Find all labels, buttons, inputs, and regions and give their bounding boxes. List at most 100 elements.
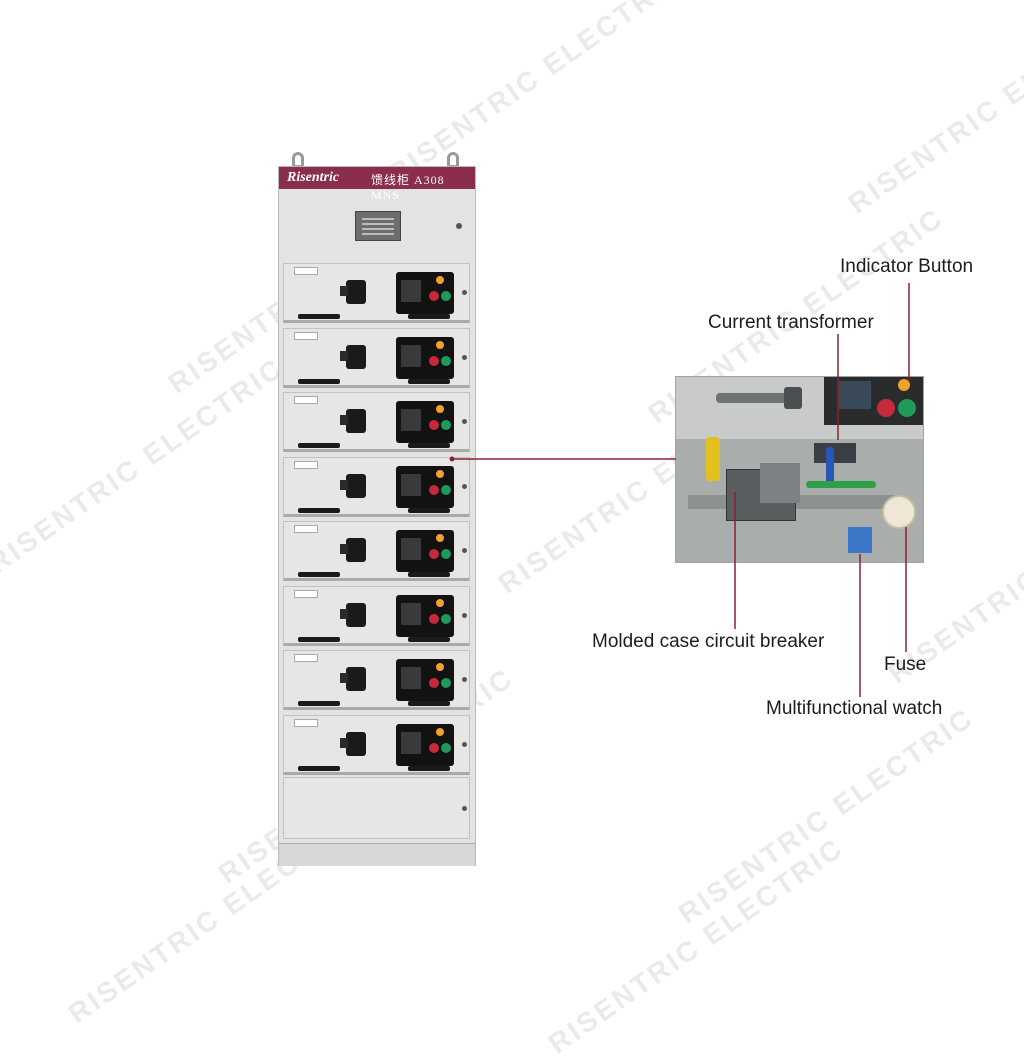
indicator-button-red [429, 613, 439, 624]
indicator-button-green [441, 355, 451, 366]
indicator-button-green [441, 678, 451, 688]
label-current-transformer: Current transformer [708, 312, 874, 333]
indicator-button-green [441, 613, 451, 624]
drawer-unit [283, 456, 470, 517]
drawer-pull-bar [298, 314, 340, 319]
indicator-button-yellow [898, 379, 910, 391]
drawer-pull-bar [298, 443, 340, 448]
drawer-pull-bar [408, 314, 450, 319]
multifunction-meter [396, 401, 454, 443]
drawer-tag [294, 267, 318, 275]
multifunctional-watch [848, 527, 872, 553]
indicator-button-green [441, 484, 451, 495]
indicator-button-red [429, 678, 439, 688]
door-lock-knob [462, 741, 467, 747]
indicator-button-red [429, 742, 439, 753]
indicator-button-green [441, 549, 451, 559]
switchgear-cabinet: Risentric 馈线柜 A308 MNS [278, 166, 476, 866]
drawer-unit [283, 585, 470, 646]
drawer-tag [294, 525, 318, 533]
indicator-button-red [429, 291, 439, 301]
meter-screen [839, 381, 871, 409]
rotary-handle [340, 538, 366, 562]
drawer-interior-detail [675, 376, 924, 563]
rotary-handle [340, 280, 366, 304]
drawer-tag [294, 331, 318, 340]
meter-display [401, 731, 421, 754]
label-multifunctional-watch: Multifunctional watch [766, 698, 943, 719]
leader-dot-main [449, 456, 455, 462]
door-lock-knob [462, 612, 467, 618]
indicator-button-yellow [436, 727, 444, 736]
drawer-pull-bar [408, 701, 450, 706]
indicator-button-yellow [436, 469, 444, 478]
door-lock-knob [462, 806, 467, 811]
drawer-tag [294, 396, 318, 404]
drawer-pull-bar [298, 378, 340, 384]
meter-display [401, 280, 421, 302]
drawer-pull-bar [298, 572, 340, 577]
rotary-handle [340, 409, 366, 433]
drawer-unit [283, 392, 470, 452]
indicator-button-green [898, 399, 916, 417]
multifunction-meter [396, 594, 454, 637]
rotary-handle [340, 602, 366, 627]
door-lock-knob [462, 483, 467, 489]
green-wire [806, 481, 876, 488]
meter-display [401, 409, 421, 431]
indicator-button-green [441, 742, 451, 753]
indicator-button-yellow [436, 663, 444, 671]
label-molded-case-circuit-breaker: Molded case circuit breaker [592, 631, 825, 652]
blue-wire [826, 447, 834, 487]
brand-logo: Risentric [287, 170, 340, 185]
indicator-button-yellow [436, 340, 444, 349]
yellow-busbar [706, 437, 720, 481]
drawer-pull-bar [408, 507, 450, 513]
meter-display [401, 473, 421, 496]
drawer-pull-bar [408, 572, 450, 577]
indicator-button-yellow [436, 405, 444, 413]
label-indicator-button: Indicator Button [840, 256, 974, 277]
drawer-unit [283, 650, 470, 710]
indicator-button-red [877, 399, 895, 417]
drawer-tag [294, 589, 318, 598]
drawer-unit [283, 327, 470, 388]
indicator-button-green [441, 291, 451, 301]
indicator-button-yellow [436, 598, 444, 607]
door-lock-knob [462, 419, 467, 424]
cabinet-header-text: 馈线柜 A308 MNS [371, 173, 445, 202]
indicator-button-red [429, 355, 439, 366]
meter-display [401, 602, 421, 625]
door-lock-knob [462, 354, 467, 360]
drawer-pull-bar [408, 765, 450, 771]
current-transformer [814, 443, 856, 463]
multifunction-meter [396, 272, 454, 314]
operating-handle [784, 387, 802, 409]
door-lock-knob [462, 677, 467, 682]
operating-handle-bar [716, 393, 796, 403]
drawer-unit [283, 714, 470, 775]
indicator-button-red [429, 420, 439, 430]
multifunction-meter [396, 465, 454, 508]
door-lock-knob [462, 290, 467, 295]
indicator-button-red [429, 549, 439, 559]
multifunction-meter [396, 723, 454, 766]
indicator-button-red [429, 484, 439, 495]
door-lock-knob [456, 223, 462, 229]
drawer-pull-bar [408, 636, 450, 642]
rotary-handle [340, 667, 366, 691]
nameplate [355, 211, 401, 241]
drawer-tag [294, 654, 318, 662]
drawer-pull-bar [408, 443, 450, 448]
rotary-handle [340, 731, 366, 756]
rotary-handle [340, 344, 366, 369]
door-lock-knob [462, 548, 467, 553]
cabinet-plinth [279, 843, 475, 866]
multifunction-meter [396, 659, 454, 701]
fuse [882, 495, 916, 529]
drawer-pull-bar [298, 701, 340, 706]
drawer-pull-bar [298, 765, 340, 771]
indicator-button-yellow [436, 534, 444, 542]
bottom-panel [283, 777, 470, 839]
multifunction-meter [396, 336, 454, 379]
